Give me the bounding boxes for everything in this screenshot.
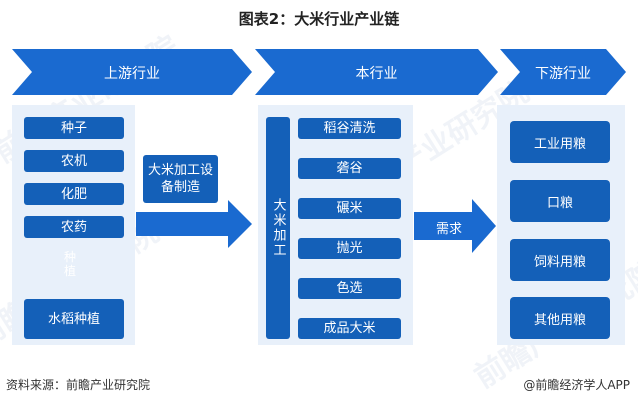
stage-banner-downstream — [500, 49, 626, 95]
stage-label-downstream: 下游行业 — [535, 66, 591, 82]
upstream-input-pesticide: 农药 — [24, 216, 124, 238]
demand-label: 需求 — [435, 222, 462, 237]
right-arrow-equipment — [136, 200, 252, 248]
stage-banner-midstream — [255, 49, 498, 95]
rice-processing-vertical: 大米加工 — [266, 117, 290, 339]
upstream-input-fertilizer: 化肥 — [24, 183, 124, 205]
source-note: 资料来源：前瞻产业研究院 — [6, 378, 151, 392]
step-finished-rice: 成品大米 — [298, 318, 401, 339]
step-color-sorting: 色选 — [298, 278, 401, 299]
step-polishing: 抛光 — [298, 238, 401, 259]
upstream-input-seed: 种子 — [24, 117, 124, 139]
step-milling: 碾米 — [298, 198, 401, 219]
stage-label-midstream: 本行业 — [355, 66, 398, 82]
downstream-industrial-grain: 工业用粮 — [510, 121, 610, 163]
downstream-other-grain: 其他用粮 — [510, 297, 610, 339]
rice-planting-box: 水稻种植 — [24, 299, 124, 339]
planting-label: 种植 — [63, 250, 77, 278]
step-rice-washing: 稻谷清洗 — [298, 118, 401, 139]
upstream-input-machinery: 农机 — [24, 150, 124, 172]
equipment-box: 大米加工设备制造 — [143, 155, 218, 203]
equipment-label: 大米加工设备制造 — [147, 163, 213, 195]
step-husking: 砻谷 — [298, 158, 401, 179]
rice-processing-label: 大米加工 — [270, 198, 286, 258]
planting-label-text: 种植 — [63, 250, 76, 278]
stage-banner-upstream — [12, 49, 252, 95]
brand-note: @前瞻经济学人APP — [523, 378, 630, 392]
downstream-food-grain: 口粮 — [510, 180, 610, 222]
right-arrow-demand — [414, 199, 496, 253]
downstream-feed-grain: 饲料用粮 — [510, 239, 610, 281]
stage-label-upstream: 上游行业 — [104, 66, 160, 82]
page-title: 图表2：大米行业产业链 — [238, 10, 400, 28]
